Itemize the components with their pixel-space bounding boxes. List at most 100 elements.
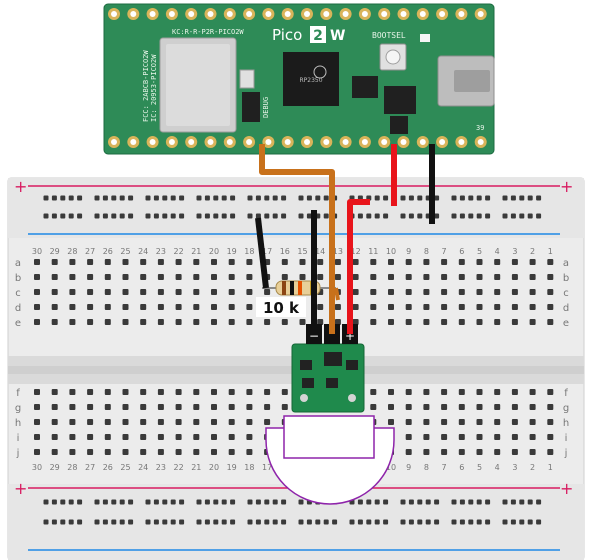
rail-hole <box>179 195 185 201</box>
breadboard-hole <box>494 274 501 280</box>
breadboard-hole <box>193 319 200 325</box>
rail-hole <box>119 195 125 201</box>
breadboard-hole <box>157 289 164 295</box>
rail-hole <box>213 213 219 219</box>
rail-hole <box>298 499 304 505</box>
breadboard-hole <box>104 289 111 295</box>
breadboard-hole <box>211 304 217 310</box>
breadboard-hole <box>122 274 129 280</box>
rail-hole <box>323 195 329 201</box>
rail-hole <box>383 519 389 525</box>
rail-hole <box>204 519 210 525</box>
rail-hole <box>476 519 482 525</box>
breadboard-hole <box>228 434 235 440</box>
rail-hole <box>510 499 516 505</box>
column-label-top: 8 <box>424 247 429 256</box>
rail-hole <box>417 519 423 525</box>
breadboard-hole <box>405 419 412 425</box>
rail-hole <box>153 499 159 505</box>
pico-pin-hole <box>246 139 253 145</box>
rail-hole <box>179 519 185 525</box>
breadboard-hole <box>405 389 412 395</box>
breadboard-hole <box>104 419 111 425</box>
rail-hole <box>502 499 508 505</box>
breadboard-hole <box>193 434 200 440</box>
pico-pin-hole <box>226 11 233 17</box>
rail-hole <box>153 195 159 201</box>
column-label-top: 20 <box>209 247 219 256</box>
breadboard-hole <box>34 274 40 280</box>
breadboard-hole <box>423 274 430 280</box>
rail-hole <box>196 213 202 219</box>
breadboard-hole <box>547 274 554 280</box>
breadboard-hole <box>511 259 518 265</box>
rail-hole <box>68 213 74 219</box>
breadboard-hole <box>87 274 94 280</box>
silk-debug-label: DEBUG <box>262 97 270 118</box>
breadboard-hole <box>193 389 200 395</box>
rail-hole <box>383 499 389 505</box>
column-label-top: 17 <box>262 247 272 256</box>
wifi-shield <box>166 44 230 126</box>
rail-hole <box>255 519 261 525</box>
pico-pin-hole <box>304 139 310 145</box>
breadboard-hole <box>140 274 147 280</box>
breadboard-hole <box>228 449 235 455</box>
breadboard-hole <box>547 389 554 395</box>
breadboard-hole <box>175 419 182 425</box>
column-label-top: 27 <box>85 247 95 256</box>
breadboard-hole <box>228 319 235 325</box>
breadboard-hole <box>228 259 235 265</box>
rail-hole <box>145 499 151 505</box>
rail-hole <box>230 195 236 201</box>
breadboard-hole <box>193 304 200 310</box>
rail-hole <box>476 499 482 505</box>
rail-hole <box>400 213 406 219</box>
breadboard-hole <box>34 259 40 265</box>
breadboard-hole <box>458 259 465 265</box>
rail-hole <box>451 519 457 525</box>
column-label-top: 25 <box>120 247 130 256</box>
breadboard-hole <box>140 449 147 455</box>
rail-hole <box>536 195 542 201</box>
pico-pin-hole <box>361 139 368 145</box>
breadboard-hole <box>157 419 164 425</box>
breadboard-hole <box>122 289 129 295</box>
rail-plus-left-bottom: + <box>14 479 27 498</box>
breadboard-hole <box>423 389 430 395</box>
rail-hole <box>485 499 491 505</box>
breadboard-hole <box>388 274 394 280</box>
rail-hole <box>60 195 66 201</box>
rail-hole <box>213 499 219 505</box>
wire-power-sensor <box>347 199 370 334</box>
debug-header <box>239 69 255 89</box>
column-label-top: 28 <box>67 247 77 256</box>
breadboard-hole <box>388 389 394 395</box>
breadboard-hole <box>370 389 377 395</box>
rail-hole <box>298 213 304 219</box>
pico-pin-hole <box>168 11 175 17</box>
row-label-g: g <box>15 403 21 414</box>
breadboard-hole <box>246 389 253 395</box>
rail-hole <box>60 499 66 505</box>
pico-pin-hole <box>439 139 446 145</box>
bootsel-button-cap[interactable] <box>385 49 401 65</box>
pico-pin-hole <box>342 139 349 145</box>
breadboard-hole <box>476 289 483 295</box>
breadboard-hole <box>281 404 288 410</box>
column-label-top: 16 <box>280 247 290 256</box>
breadboard-hole <box>140 404 147 410</box>
breadboard-hole <box>246 449 253 455</box>
breadboard-hole <box>69 304 76 310</box>
rail-hole <box>196 195 202 201</box>
breadboard-hole <box>352 274 359 280</box>
row-label-b: b <box>15 273 21 284</box>
rail-hole <box>434 519 440 525</box>
rail-hole <box>459 195 465 201</box>
pico-pin-hole <box>130 11 137 17</box>
breadboard-hole <box>334 259 341 265</box>
rail-hole <box>357 519 363 525</box>
breadboard-hole <box>511 274 518 280</box>
rail-hole <box>374 195 380 201</box>
pico-pin-hole <box>458 139 465 145</box>
